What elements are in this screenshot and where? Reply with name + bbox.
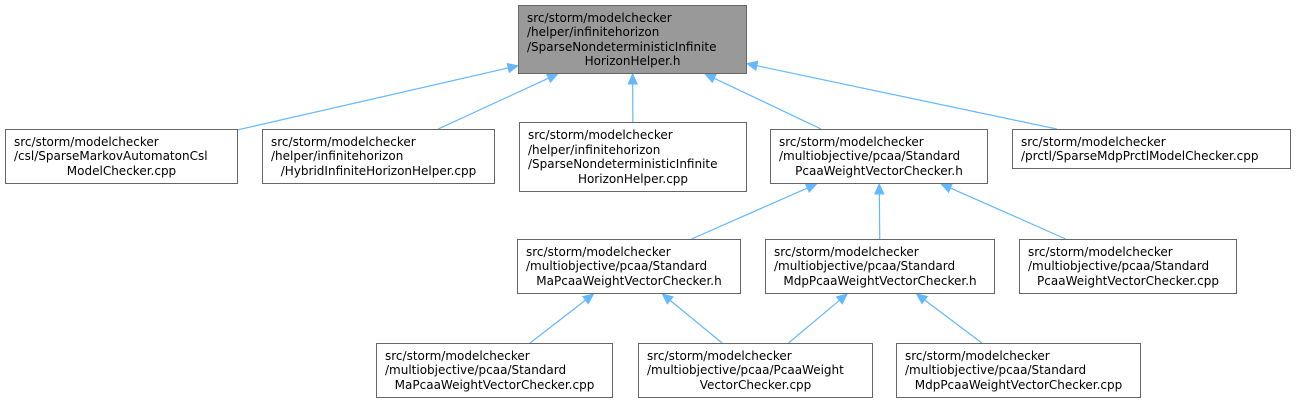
node-standard-mdp-pcaa-weight-vector-checker-cpp[interactable]: src/storm/modelchecker /multiobjective/p… bbox=[896, 343, 1141, 398]
node-line: /HybridInfiniteHorizonHelper.cpp bbox=[280, 163, 477, 178]
node-line: /prctl/SparseMdpPrctlModelChecker.cpp bbox=[1021, 149, 1259, 163]
edge-csl-to-root bbox=[237, 67, 509, 131]
edge-arrowhead bbox=[506, 62, 520, 74]
node-line: /multiobjective/pcaa/Standard bbox=[774, 259, 956, 274]
node-line: /multiobjective/pcaa/Standard bbox=[1028, 259, 1210, 274]
node-line: /multiobjective/pcaa/PcaaWeight bbox=[647, 363, 844, 378]
node-line: /multiobjective/pcaa/Standard bbox=[526, 259, 708, 274]
node-line: /helper/infinitehorizon bbox=[528, 142, 661, 157]
node-line: src/storm/modelchecker bbox=[774, 244, 919, 259]
edge-arrowhead bbox=[874, 182, 885, 195]
node-line: src/storm/modelchecker bbox=[647, 348, 792, 363]
edge-arrowhead bbox=[940, 183, 953, 194]
edge-prctl-to-root bbox=[756, 65, 1057, 130]
node-line: src/storm/modelchecker bbox=[385, 348, 530, 363]
node-line: src/storm/modelchecker bbox=[526, 244, 671, 259]
node-sparse-nondeterministic-infinite-horizon-helper-h: src/storm/modelchecker /helper/infiniteh… bbox=[518, 5, 747, 74]
node-standard-ma-pcaa-weight-vector-checker-cpp[interactable]: src/storm/modelchecker /multiobjective/p… bbox=[376, 343, 613, 398]
node-hybrid-infinite-horizon-helper-cpp[interactable]: src/storm/modelchecker /helper/infiniteh… bbox=[262, 129, 495, 184]
node-standard-ma-pcaa-weight-vector-checker-h[interactable]: src/storm/modelchecker /multiobjective/p… bbox=[517, 239, 741, 294]
node-line: src/storm/modelchecker bbox=[271, 134, 416, 149]
node-line: src/storm/modelchecker bbox=[1021, 134, 1166, 149]
node-line: PcaaWeightVectorChecker.h bbox=[795, 163, 963, 178]
node-pcaa-weight-vector-checker-cpp[interactable]: src/storm/modelchecker /multiobjective/p… bbox=[638, 343, 873, 398]
node-standard-pcaa-weight-vector-checker-h[interactable]: src/storm/modelchecker /multiobjective/p… bbox=[770, 129, 988, 184]
node-line: /SparseNondeterministicInfinite bbox=[527, 39, 717, 54]
edge-arrowhead bbox=[545, 73, 559, 84]
node-line: /multiobjective/pcaa/Standard bbox=[779, 149, 961, 164]
edge-std_pcaa_h-to-root bbox=[713, 77, 822, 130]
node-line: MaPcaaWeightVectorChecker.h bbox=[536, 273, 722, 288]
edge-arrowhead bbox=[704, 73, 717, 84]
node-line: src/storm/modelchecker bbox=[905, 348, 1050, 363]
node-line: /helper/infinitehorizon bbox=[271, 149, 404, 164]
edge-arrowhead bbox=[661, 293, 674, 305]
edge-mdp_cpp-to-mdp_h bbox=[924, 299, 983, 344]
node-line: MdpPcaaWeightVectorChecker.h bbox=[783, 273, 977, 288]
node-line: ModelChecker.cpp bbox=[66, 163, 177, 178]
node-line: src/storm/modelchecker bbox=[14, 134, 159, 149]
node-line: /helper/infinitehorizon bbox=[527, 25, 660, 39]
edge-ma_h-to-std_pcaa_h bbox=[691, 187, 808, 240]
edge-ma_cpp-to-ma_h bbox=[529, 299, 586, 344]
node-line: src/storm/modelchecker bbox=[1028, 244, 1173, 259]
node-standard-mdp-pcaa-weight-vector-checker-h[interactable]: src/storm/modelchecker /multiobjective/p… bbox=[765, 239, 995, 294]
edge-hybrid-to-root bbox=[437, 77, 549, 130]
edge-arrowhead bbox=[835, 293, 849, 305]
node-line: VectorChecker.cpp bbox=[699, 377, 812, 392]
edge-arrowhead bbox=[627, 72, 638, 85]
node-line: src/storm/modelchecker bbox=[528, 128, 673, 142]
node-line: src/storm/modelchecker bbox=[779, 134, 924, 149]
edge-pcaa_cpp-to-ma_h bbox=[669, 299, 723, 344]
edge-std_pcaa_cpp-to-std_pcaa_h bbox=[950, 187, 1066, 240]
edge-arrowhead bbox=[915, 293, 929, 305]
edge-arrowhead bbox=[745, 60, 759, 71]
node-line: HorizonHelper.h bbox=[584, 54, 681, 68]
node-line: /csl/SparseMarkovAutomatonCsl bbox=[14, 149, 208, 164]
node-line: /SparseNondeterministicInfinite bbox=[528, 157, 718, 171]
node-line: MdpPcaaWeightVectorChecker.cpp bbox=[914, 377, 1123, 392]
node-sparse-nondeterministic-infinite-horizon-helper-cpp[interactable]: src/storm/modelchecker /helper/infiniteh… bbox=[519, 122, 747, 192]
node-line: MaPcaaWeightVectorChecker.cpp bbox=[394, 377, 595, 392]
node-line: /multiobjective/pcaa/Standard bbox=[385, 363, 567, 378]
edge-pcaa_cpp-to-mdp_h bbox=[788, 299, 840, 344]
node-line: src/storm/modelchecker bbox=[527, 10, 672, 25]
node-line: HorizonHelper.cpp bbox=[577, 171, 689, 186]
node-sparse-markov-automaton-csl-model-checker-cpp[interactable]: src/storm/modelchecker /csl/SparseMarkov… bbox=[5, 129, 238, 184]
node-line: /multiobjective/pcaa/Standard bbox=[905, 363, 1087, 378]
node-sparse-mdp-prctl-model-checker-cpp[interactable]: src/storm/modelchecker /prctl/SparseMdpP… bbox=[1012, 129, 1291, 169]
edge-arrowhead bbox=[804, 183, 818, 194]
node-standard-pcaa-weight-vector-checker-cpp[interactable]: src/storm/modelchecker /multiobjective/p… bbox=[1019, 239, 1237, 294]
node-line: PcaaWeightVectorChecker.cpp bbox=[1037, 273, 1219, 288]
edge-arrowhead bbox=[581, 293, 595, 305]
